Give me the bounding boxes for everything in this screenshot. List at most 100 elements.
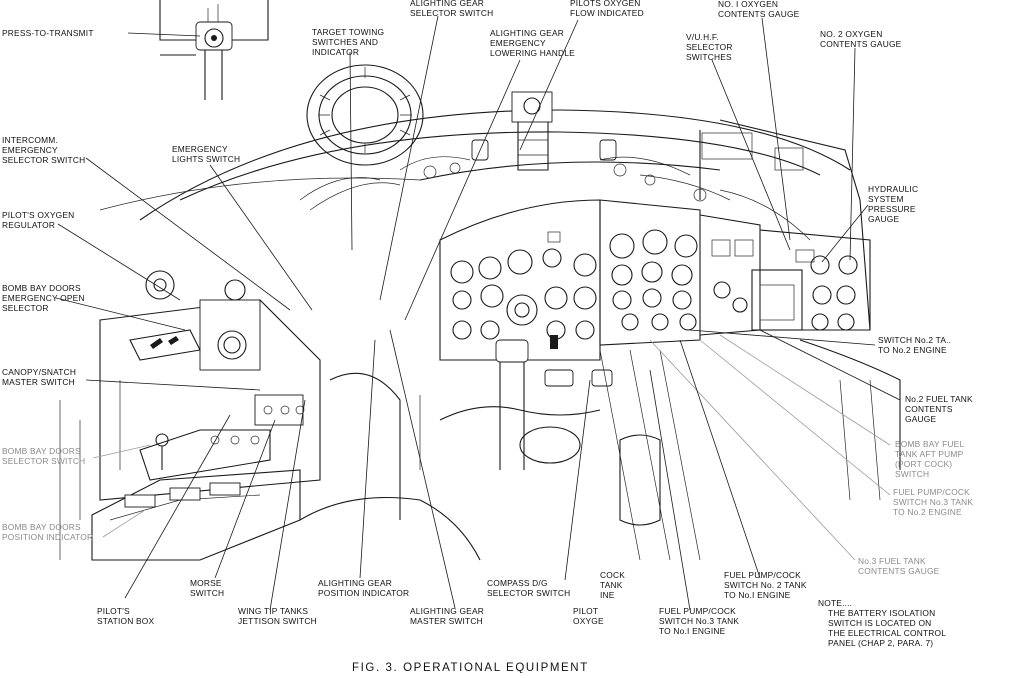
label-bomb-bay-fuel-pump: BOMB BAY FUEL TANK AFT PUMP (PORT COCK) … [895,439,964,479]
label-alighting-gear-emergency: ALIGHTING GEAR EMERGENCY LOWERING HANDLE [490,28,575,58]
label-line: LOWERING HANDLE [490,48,575,58]
label-intercomm: INTERCOMM. EMERGENCY SELECTOR SWITCH [2,135,85,165]
label-line: HYDRAULIC [868,184,918,194]
label-line: FUEL PUMP/COCK [659,606,736,616]
label-line: PILOT [573,606,598,616]
label-line: SYSTEM [868,194,904,204]
label-target-towing: TARGET TOWING SWITCHES AND INDICATOR [312,27,384,57]
label-line: SWITCH [895,469,929,479]
label-cock-tank-line: COCK TANK INE [600,570,625,600]
label-emergency-lights: EMERGENCY LIGHTS SWITCH [172,144,240,164]
label-line: CONTENTS [905,404,953,414]
label-line: INTERCOMM. [2,135,58,145]
reflector-sight [471,91,617,171]
label-line: SWITCHES AND [312,37,378,47]
note-line: NOTE.... [818,598,852,608]
label-line: WING TIP TANKS [238,606,308,616]
leader-lines [55,15,901,611]
callout-labels: PRESS-TO-TRANSMIT TARGET TOWING SWITCHES… [2,0,973,674]
label-line: SWITCHES [686,52,732,62]
label-line: NO. 2 OXYGEN [820,29,882,39]
label-compass-dg: COMPASS D/G SELECTOR SWITCH [487,578,570,598]
label-line: GAUGE [905,414,936,424]
cockpit-drawing [59,0,901,561]
label-line: TARGET TOWING [312,27,384,37]
label-line: POSITION INDICATOR [2,532,93,542]
label-line: TO No.I ENGINE [659,626,726,636]
note-line: THE ELECTRICAL CONTROL [828,628,946,638]
label-line: SELECTOR [2,303,49,313]
label-line: No.2 FUEL TANK [905,394,973,404]
note-line: PANEL (CHAP 2, PARA. 7) [828,638,933,648]
label-pilots-oxygen-flow: PILOTS OXYGEN FLOW INDICATED [570,0,644,18]
ring-sight [306,64,424,166]
label-line: OXYGE [573,616,604,626]
label-alighting-gear-position: ALIGHTING GEAR POSITION INDICATOR [318,578,409,598]
label-line: PILOT'S OXYGEN [2,210,74,220]
label-line: TO No.2 ENGINE [893,507,962,517]
label-line: PRESSURE [868,204,916,214]
label-line: JETTISON SWITCH [238,616,317,626]
label-line: SELECTOR SWITCH [2,155,85,165]
label-line: MASTER SWITCH [2,377,75,387]
note-line: SWITCH IS LOCATED ON [828,618,931,628]
label-line: SWITCH No. 2 TANK [724,580,807,590]
label-line: ALIGHTING GEAR [490,28,564,38]
label-morse-switch: MORSE SWITCH [190,578,224,598]
label-fuel-pump-cock-no2-no1: FUEL PUMP/COCK SWITCH No. 2 TANK TO No.I… [724,570,807,600]
label-line: CONTENTS GAUGE [820,39,902,49]
label-line: INE [600,590,615,600]
station-box [91,429,301,561]
label-line: INDICATOR [312,47,359,57]
label-line: GAUGE [868,214,899,224]
label-line: NO. I OXYGEN [718,0,778,9]
label-line: SELECTOR SWITCH [410,8,493,18]
label-line: TANK [600,580,623,590]
label-no2-fuel-tank: No.2 FUEL TANK CONTENTS GAUGE [905,394,973,424]
label-line: SELECTOR [686,42,733,52]
label-alighting-gear-selector: ALIGHTING GEAR SELECTOR SWITCH [410,0,493,18]
label-line: BOMB BAY DOORS [2,446,81,456]
label-line: EMERGENCY OPEN [2,293,85,303]
label-alighting-gear-master: ALIGHTING GEAR MASTER SWITCH [410,606,484,626]
label-line: (PORT COCK) [895,459,952,469]
label-press-to-transmit: PRESS-TO-TRANSMIT [2,28,93,38]
label-line: SWITCH No.3 TANK [893,497,973,507]
label-line: EMERGENCY [172,144,228,154]
figure-caption: FIG. 3. OPERATIONAL EQUIPMENT [352,662,589,673]
label-line: ALIGHTING GEAR [410,606,484,616]
label-line: BOMB BAY DOORS [2,522,81,532]
label-line: CONTENTS GAUGE [718,9,800,19]
label-pilots-station-box: PILOT'S STATION BOX [97,606,154,626]
label-line: COMPASS D/G [487,578,548,588]
label-line: BOMB BAY DOORS [2,283,81,293]
label-line: BOMB BAY FUEL [895,439,964,449]
label-pilot-oxyge: PILOT OXYGE [573,606,604,626]
label-line: LIGHTS SWITCH [172,154,240,164]
label-no3-fuel-tank: No.3 FUEL TANK CONTENTS GAUGE [858,556,940,576]
control-column-head [159,0,269,100]
control-column [399,339,613,470]
label-switch-no2-tank: SWITCH No.2 TA.. TO No.2 ENGINE [878,335,951,355]
label-line: EMERGENCY [2,145,58,155]
label-line: ALIGHTING GEAR [410,0,484,8]
label-canopy-snatch: CANOPY/SNATCH MASTER SWITCH [2,367,76,387]
label-line: CONTENTS GAUGE [858,566,940,576]
label-note: NOTE.... THE BATTERY ISOLATION SWITCH IS… [818,598,946,648]
label-fuel-pump-cock-no3-no2: FUEL PUMP/COCK SWITCH No.3 TANK TO No.2 … [893,487,973,517]
label-bomb-bay-position: BOMB BAY DOORS POSITION INDICATOR [2,522,93,542]
label-line: TO No.2 ENGINE [878,345,947,355]
note-line: THE BATTERY ISOLATION [828,608,935,618]
left-instrument-dials [450,231,597,349]
label-fuel-pump-cock-no3-no1: FUEL PUMP/COCK SWITCH No.3 TANK TO No.I … [659,606,739,636]
label-line: PILOTS OXYGEN [570,0,641,8]
label-line: CANOPY/SNATCH [2,367,76,377]
left-console [99,270,321,501]
label-bomb-bay-selector: BOMB BAY DOORS SELECTOR SWITCH [2,446,85,466]
label-no2-oxygen: NO. 2 OXYGEN CONTENTS GAUGE [820,29,902,49]
label-line: TANK AFT PUMP [895,449,964,459]
label-line: MASTER SWITCH [410,616,483,626]
label-pilots-oxygen-regulator: PILOT'S OXYGEN REGULATOR [2,210,74,230]
label-line: FUEL PUMP/COCK [724,570,801,580]
